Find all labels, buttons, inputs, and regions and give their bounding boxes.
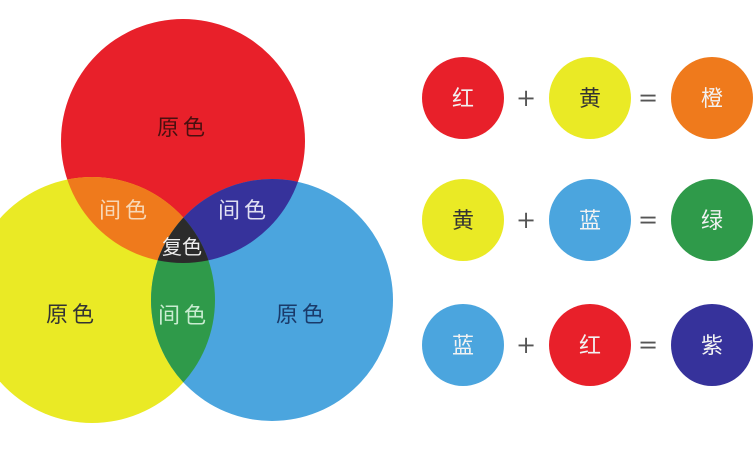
equals-sign: = [638,331,658,359]
orange-overlap [61,177,215,263]
plus-sign: + [516,331,536,359]
plus-sign: + [516,84,536,112]
result-circle [671,304,753,386]
result-label: 橙 [701,87,723,112]
operand-a-label: 蓝 [452,334,474,359]
purple-overlap [151,179,305,263]
operand-a-circle [422,57,504,139]
equation-row: 红 黄 橙 + = [422,57,753,139]
plus-sign: + [516,206,536,234]
operand-a-circle [422,304,504,386]
yellow-label: 原色 [46,303,98,328]
red-label: 原色 [157,116,209,141]
purple-label: 间色 [218,199,270,224]
operand-a-circle [422,179,504,261]
result-circle [671,179,753,261]
result-circle [671,57,753,139]
orange-label: 间色 [99,199,151,224]
blue-label: 原色 [276,303,328,328]
equations: 红黄橙+=黄蓝绿+=蓝红紫+= [422,57,753,386]
operand-a-label: 红 [452,87,474,112]
operand-b-circle [549,57,631,139]
result-label: 紫 [701,334,723,359]
operand-b-circle [549,304,631,386]
operand-b-label: 蓝 [579,209,601,234]
center-label: 复色 [162,235,202,259]
equals-sign: = [638,206,658,234]
result-label: 绿 [701,209,723,234]
equation-row: 蓝 红 紫 + = [422,304,753,386]
operand-b-label: 黄 [579,87,601,112]
green-label: 间色 [158,304,210,329]
equation-row: 黄 蓝 绿 + = [422,179,753,261]
operand-b-circle [549,179,631,261]
equals-sign: = [638,84,658,112]
venn-diagram: 原色 原色 原色 间色 间色 间色 复色 [0,19,393,423]
operand-b-label: 红 [579,334,601,359]
operand-a-label: 黄 [452,209,474,234]
